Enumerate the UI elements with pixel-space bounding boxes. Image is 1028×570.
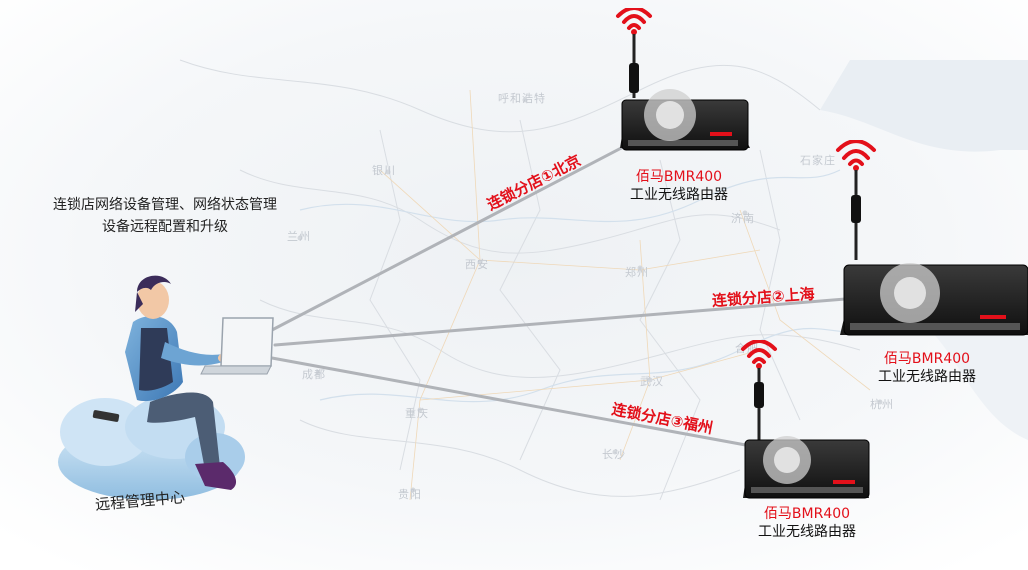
map-city-label: 郑州 (625, 266, 649, 279)
router-name: 佰马BMR400 工业无线路由器 (742, 505, 872, 541)
router-model: 佰马BMR400 (883, 351, 971, 367)
map-city-label: 济南 (731, 212, 755, 225)
map-city-label: 石家庄 (800, 154, 836, 167)
remote-center-illustration (58, 275, 274, 500)
laptop-icon (200, 317, 274, 375)
router-model: 佰马BMR400 (635, 169, 723, 185)
map-city-label: 成都 (302, 368, 326, 381)
router-icon (836, 140, 1028, 336)
wifi-signal-icon (741, 340, 777, 364)
router-icon (616, 8, 750, 151)
description-text: 连锁店网络设备管理、网络状态管理 设备远程配置和升级 (10, 194, 320, 238)
map-city-label: 西安 (465, 258, 489, 271)
map-city-label: 长沙 (602, 448, 626, 461)
rivers (299, 169, 881, 403)
link-line-shanghai (273, 293, 897, 347)
description-line-2: 设备远程配置和升级 (102, 219, 228, 235)
map-city-label: 贵阳 (398, 488, 422, 501)
wifi-signal-icon (616, 8, 652, 30)
map-city-label: 重庆 (405, 407, 429, 420)
router-type: 工业无线路由器 (630, 187, 728, 203)
map-city-label: 武汉 (640, 375, 664, 388)
cloud-seat-icon (58, 395, 245, 500)
router-type: 工业无线路由器 (878, 369, 976, 385)
map-city-label: 银川 (372, 164, 396, 177)
map-city-label: 杭州 (870, 398, 894, 411)
router-type: 工业无线路由器 (758, 524, 856, 540)
router-model: 佰马BMR400 (763, 506, 851, 522)
wifi-signal-icon (836, 140, 876, 166)
link-line-beijing (270, 118, 677, 332)
phone-icon (92, 410, 120, 422)
router-name: 佰马BMR400 工业无线路由器 (862, 350, 992, 386)
map-city-label: 兰州 (287, 230, 311, 243)
description-line-1: 连锁店网络设备管理、网络状态管理 (53, 197, 277, 213)
shoe-icon (195, 462, 237, 490)
sea-area (820, 60, 1028, 152)
link-line-fuzhou (270, 356, 802, 457)
map-city-label: 呼和浩特 (498, 92, 546, 105)
router-icon (741, 340, 870, 499)
router-name: 佰马BMR400 工业无线路由器 (614, 168, 744, 204)
